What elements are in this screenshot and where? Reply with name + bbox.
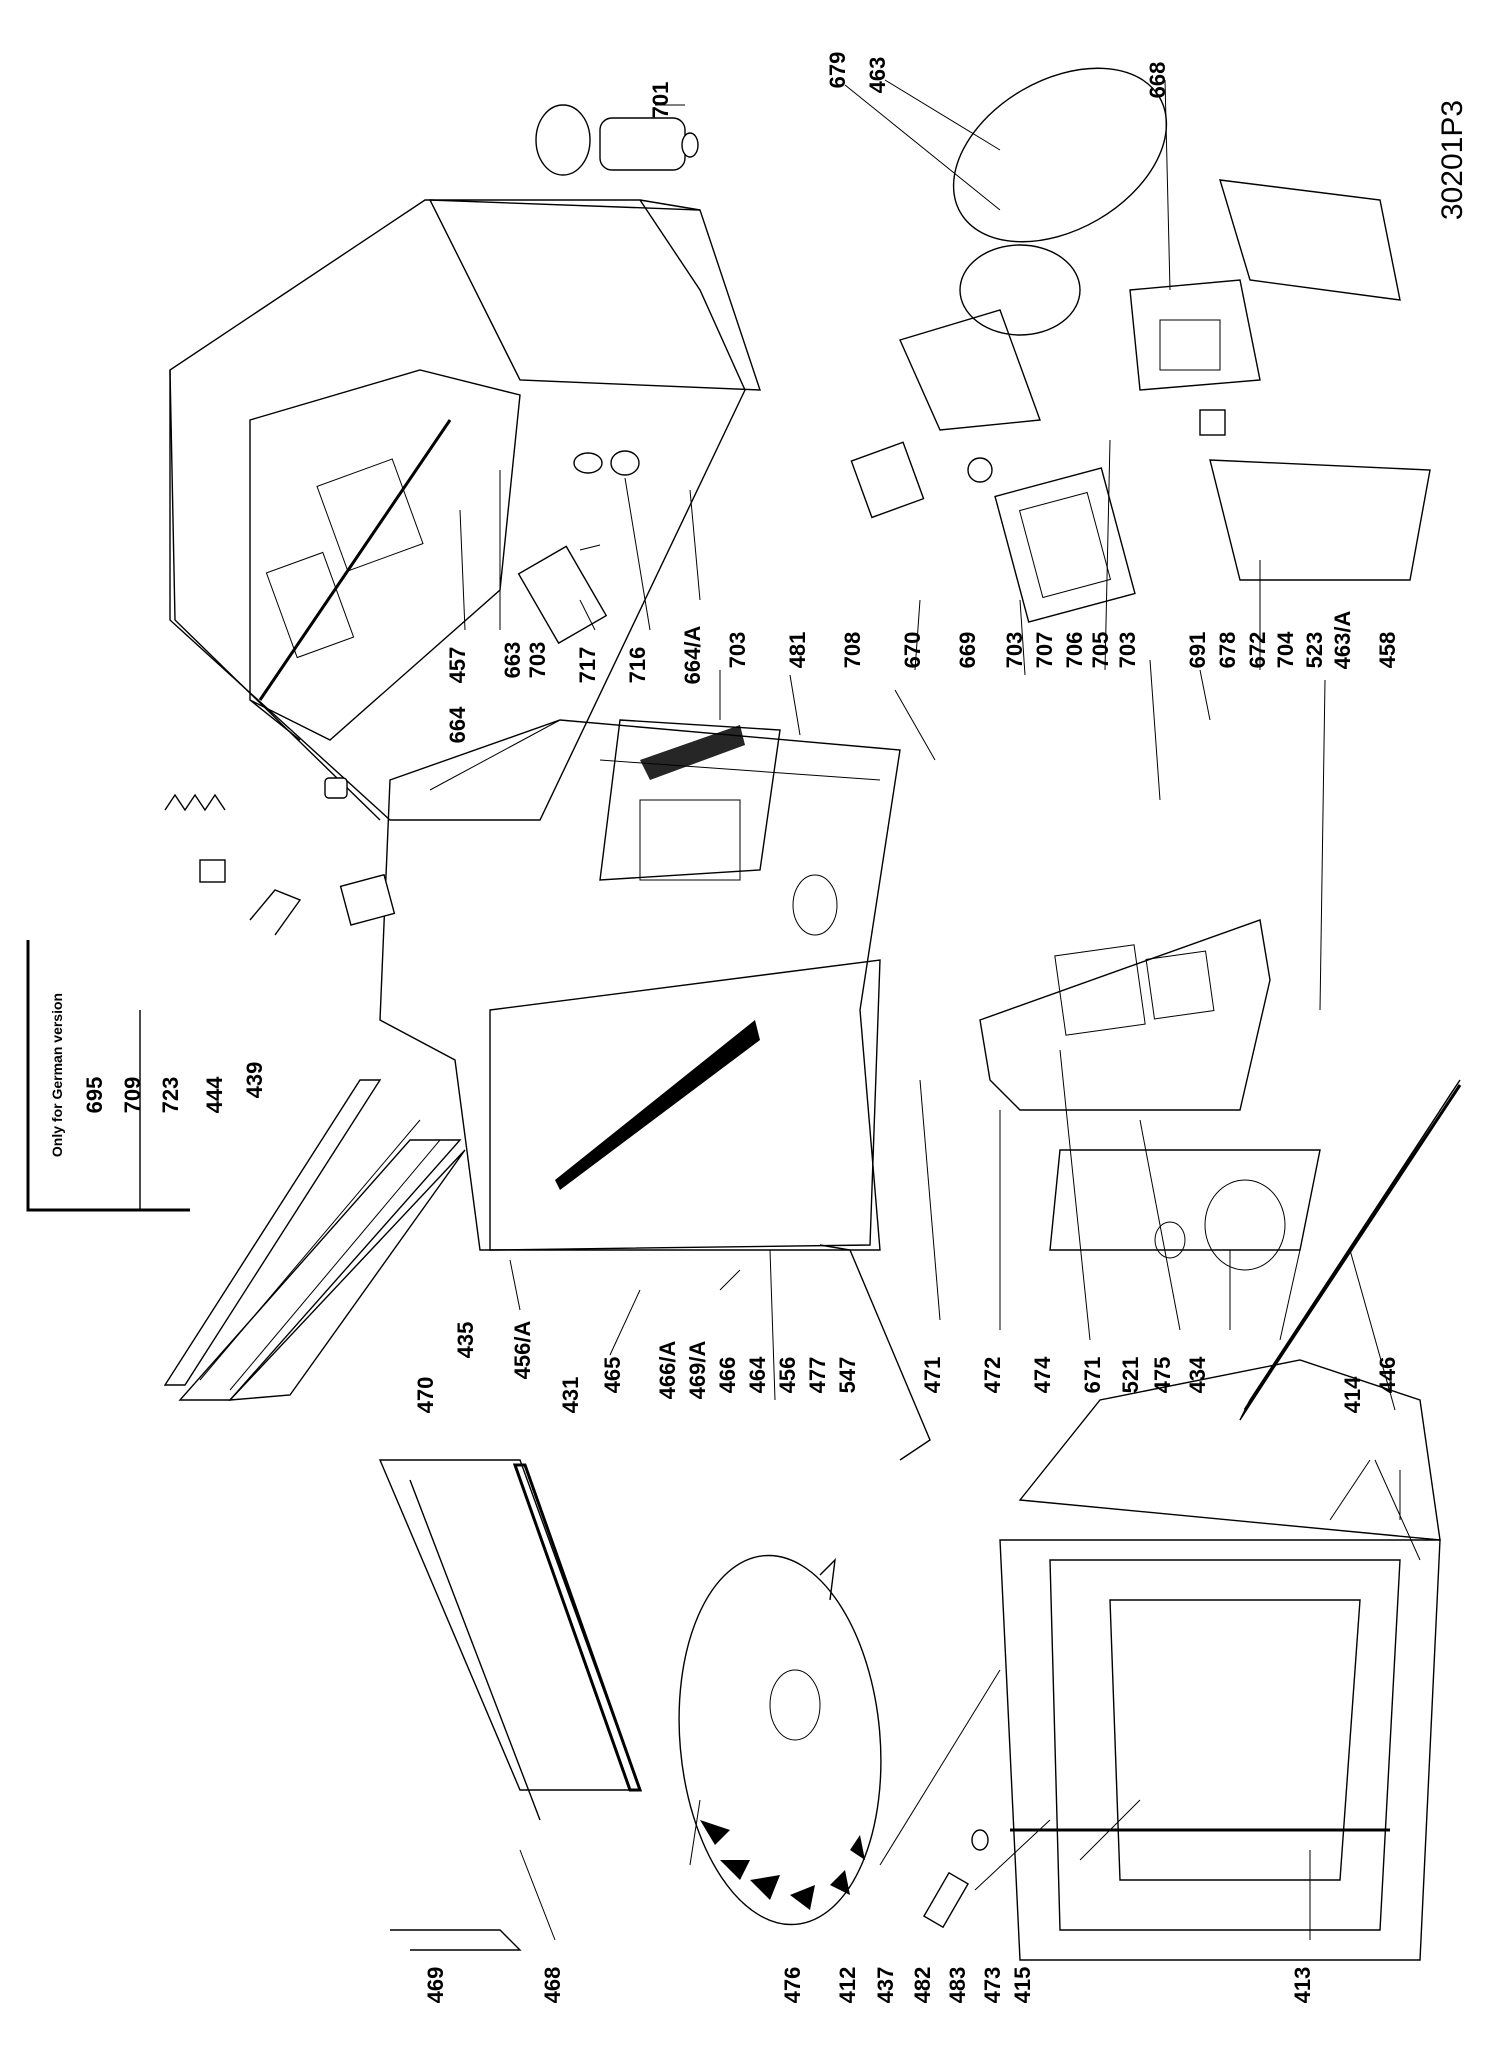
part-label-466: 466 [715,1357,740,1394]
part-label-671: 671 [1080,1357,1105,1394]
appliance-exploded-artwork [26,67,1462,1961]
part-label-463a: 463/A [1330,611,1355,670]
front-trim-strip-444 [163,1079,466,1401]
cover-463a [1199,179,1431,581]
part-label-470: 470 [413,1377,438,1414]
part-label-521: 521 [1118,1357,1143,1394]
part-label-481: 481 [785,632,810,669]
part-label-413: 413 [1290,1967,1315,2004]
part-label-701: 701 [648,82,673,119]
part-label-471: 471 [920,1357,945,1394]
german-version-note: Only for German version [49,993,65,1157]
part-label-703-a: 703 [525,642,550,679]
part-label-414: 414 [1340,1376,1365,1413]
motor-670 [850,441,993,519]
part-label-465: 465 [600,1357,625,1394]
part-label-466a: 466/A [655,1341,680,1400]
part-label-523: 523 [1302,632,1327,669]
part-label-717: 717 [575,647,600,684]
part-label-664a: 664/A [680,626,705,685]
part-label-431: 431 [558,1377,583,1414]
door-assembly [999,1359,1441,1961]
part-label-469a: 469/A [685,1341,710,1400]
part-label-437: 437 [873,1967,898,2004]
part-label-435: 435 [453,1322,478,1359]
part-label-670: 670 [900,632,925,669]
capacitor-717 [517,544,608,645]
turntable-476 [678,1554,882,1926]
part-label-695: 695 [82,1077,107,1114]
part-label-672: 672 [1245,632,1270,669]
relay-723 [339,873,396,926]
latch-parts-483 [923,1829,989,1929]
fuse-701 [535,104,699,176]
part-label-475: 475 [1150,1357,1175,1394]
part-label-444: 444 [202,1076,227,1113]
main-cabinet [379,719,901,1251]
part-label-703-b: 703 [725,632,750,669]
part-label-703-d: 703 [1115,632,1140,669]
part-label-474: 474 [1030,1356,1055,1393]
bottom-panel-434 [1049,1149,1321,1271]
part-label-678: 678 [1215,632,1240,669]
part-label-472: 472 [980,1357,1005,1394]
part-labels: 30201P3 Only for German version 701 679 … [49,52,1469,2004]
part-label-457: 457 [445,647,470,684]
part-label-476: 476 [780,1967,805,2004]
magnetron-705 [994,467,1136,623]
cavity-box [599,719,838,936]
lamp-664 [324,777,348,799]
interior-panel [249,369,521,741]
part-label-704: 704 [1273,631,1298,668]
part-label-668: 668 [1145,62,1170,99]
part-label-708: 708 [840,632,865,669]
latch-477 [819,1558,836,1601]
part-label-434: 434 [1185,1356,1210,1393]
part-label-703-c: 703 [1002,632,1027,669]
part-label-707: 707 [1032,632,1057,669]
part-label-439: 439 [242,1062,267,1099]
part-label-456a: 456/A [510,1321,535,1380]
part-label-663: 663 [500,642,525,679]
part-label-473: 473 [980,1967,1005,2004]
drawing-code: 30201P3 [1436,100,1469,220]
rail-446 [1239,1079,1462,1421]
part-label-464: 464 [745,1356,770,1393]
glass-plate-431 [378,1459,643,1951]
part-label-456: 456 [775,1357,800,1394]
part-label-468: 468 [540,1967,565,2004]
rod-547 [819,1244,931,1461]
bracket-709 [199,859,302,936]
part-label-547: 547 [835,1357,860,1394]
part-label-705: 705 [1088,632,1113,669]
part-label-669: 669 [955,632,980,669]
part-label-706: 706 [1062,632,1087,669]
part-label-723: 723 [158,1077,183,1114]
leader-lines [459,79,1421,1941]
spring-695 [164,793,226,812]
part-label-679: 679 [825,52,850,89]
transformer-668 [1129,279,1261,391]
part-label-716: 716 [625,647,650,684]
fan-housing-463 [899,67,1168,431]
control-board-704 [979,919,1271,1111]
fuse-holder-716 [573,450,640,476]
part-label-482: 482 [910,1967,935,2004]
part-label-469: 469 [423,1967,448,2004]
part-label-458: 458 [1375,632,1400,669]
part-label-691: 691 [1185,632,1210,669]
outer-cover-panel [169,199,761,821]
part-label-463: 463 [865,57,890,94]
part-label-483: 483 [945,1967,970,2004]
part-label-709: 709 [120,1077,145,1114]
part-label-477: 477 [805,1357,830,1394]
part-label-412: 412 [835,1967,860,2004]
part-label-415: 415 [1010,1967,1035,2004]
part-label-446: 446 [1375,1357,1400,1394]
german-version-bracket [26,940,190,1212]
part-label-664: 664 [445,706,470,743]
